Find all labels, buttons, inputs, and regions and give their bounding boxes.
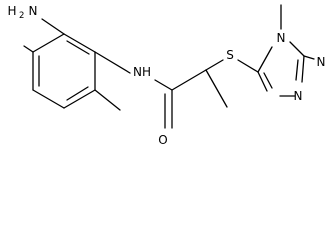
benzene-ring [32, 33, 96, 109]
atom-triazole-n-methyl: N [277, 31, 286, 45]
atom-carbonyl-o: O [158, 133, 167, 147]
atom-thioether-s: S [226, 48, 234, 62]
bond-nh-carbonyl [154, 79, 173, 91]
bond [289, 41, 305, 57]
double-bond-inner [66, 40, 90, 55]
bond-ring-nh [94, 51, 131, 74]
bond-s-triazole [237, 59, 259, 73]
bond-ring-methyl [94, 89, 121, 111]
bond [63, 89, 96, 109]
bond [63, 33, 96, 53]
double-bond-inner [66, 86, 89, 101]
atom-amide-nh: NH [133, 65, 151, 79]
bond-alpha-s [205, 59, 224, 71]
bond-amine [23, 45, 34, 53]
bond-carbonyl-alpha [171, 69, 207, 91]
atom-triazole-n-b: N [294, 89, 303, 103]
amine-group: H 2 N [7, 4, 37, 21]
bond-amine-link [41, 18, 65, 35]
atom-amine-h-count: 2 [19, 11, 24, 21]
atom-amine-n: N [29, 4, 38, 18]
bond [303, 55, 315, 60]
bond [257, 71, 268, 92]
bond-alpha-methyl [205, 69, 228, 108]
atom-amine-h: H [7, 4, 16, 18]
structure-drawing: H 2 N NH O S [7, 4, 326, 147]
double-bond-inner [295, 59, 299, 81]
bond [32, 33, 65, 53]
bond [257, 46, 273, 73]
bond [32, 89, 65, 109]
bond [301, 55, 305, 83]
triazole-ring [257, 41, 315, 97]
atom-triazole-n-a: N [317, 55, 326, 69]
molecule-diagram: H 2 N NH O S [7, 4, 326, 147]
double-bond-inner [263, 72, 273, 89]
